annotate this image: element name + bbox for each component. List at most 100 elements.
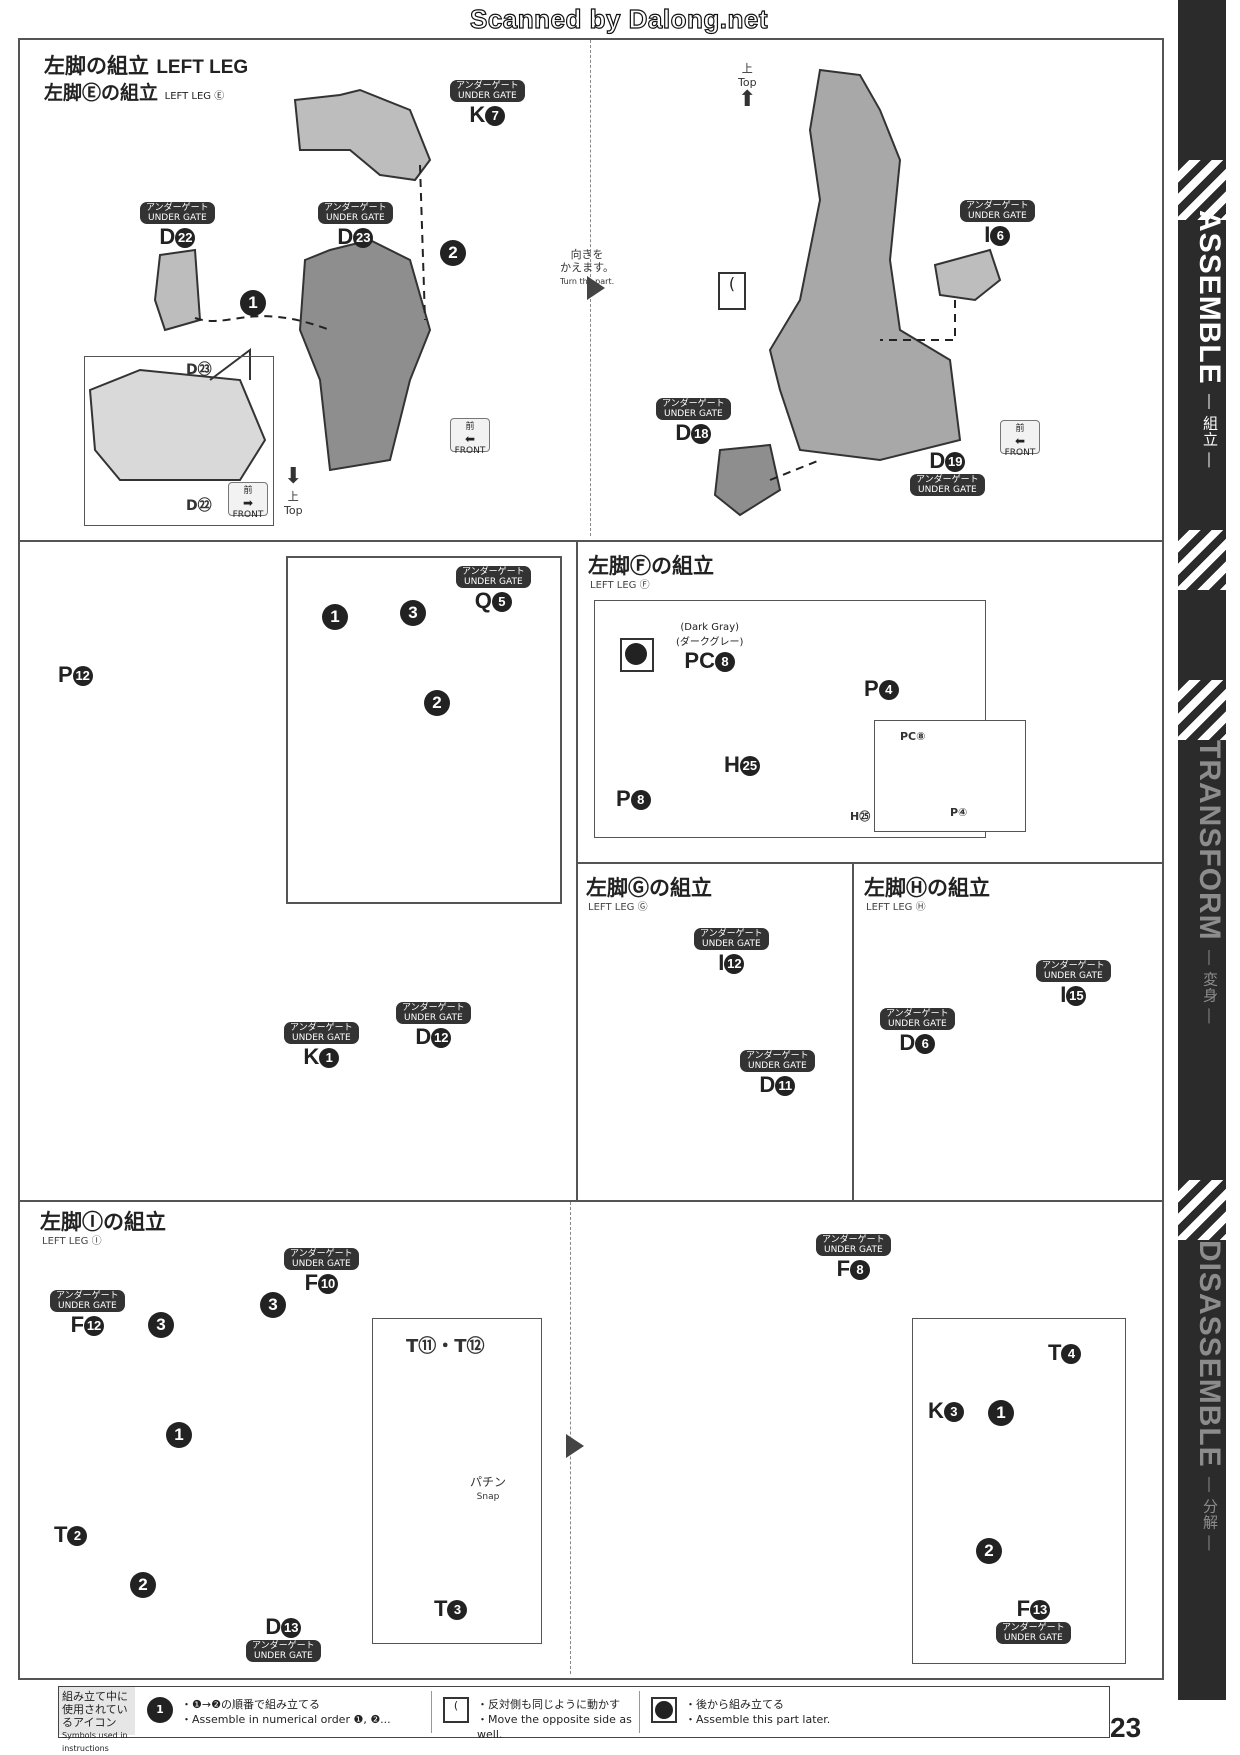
inset-label-p4: P④ [950, 806, 968, 819]
guide-line [419, 164, 426, 321]
stripe-icon [1178, 680, 1226, 740]
section-title: 左脚の組立 LEFT LEG [44, 54, 249, 78]
section-subtitle: LEFT LEG Ⓘ [42, 1236, 102, 1247]
next-arrow-icon [566, 1434, 584, 1458]
tab-transform: TRANSFORM — 変身 — [1193, 740, 1226, 1025]
guide-line [880, 300, 956, 341]
panel-left-leg-g [576, 862, 854, 1202]
step-1: 1 [988, 1400, 1014, 1426]
detail-view-shape [88, 368, 267, 481]
front-badge: 前⬅FRONT [1000, 420, 1040, 458]
step-1: 1 [322, 604, 348, 630]
later-assembly-icon [651, 1697, 677, 1723]
legend-head: 組み立て中に使用されているアイコン Symbols used in instru… [59, 1687, 135, 1753]
panel-left-leg-f [576, 540, 1164, 864]
inset-label-pc8: PC⑧ [900, 730, 926, 743]
section-subtitle: LEFT LEG Ⓖ [588, 902, 648, 913]
zoom-box [286, 556, 562, 904]
inset-label-h25: H㉕ [850, 810, 871, 823]
step-1: 1 [240, 290, 266, 316]
part-d22-shape [153, 248, 202, 332]
detail-label-d23: D㉓ [186, 362, 212, 378]
leg-upper-shape [298, 238, 432, 472]
detail-box [372, 1318, 542, 1644]
step-2: 2 [976, 1538, 1002, 1564]
step-3: 3 [400, 600, 426, 626]
next-arrow-icon [587, 276, 605, 300]
opposite-side-icon: ( [718, 272, 746, 310]
stripe-icon [1178, 530, 1226, 590]
inset-box [874, 720, 1026, 832]
tab-disassemble: DISASSEMBLE — 分解 — [1193, 1240, 1226, 1552]
guide-line [769, 459, 821, 481]
sidebar-track [1178, 0, 1226, 1700]
step-3: 3 [148, 1312, 174, 1338]
leg-tall-shape [768, 68, 962, 462]
detail-box [912, 1318, 1126, 1664]
panel-left-leg-i [18, 1200, 1164, 1680]
legend-item-later: ・後から組み立てる・Assemble this part later. [647, 1691, 847, 1733]
step-2: 2 [424, 690, 450, 716]
label-t11-t12: T⑪・T⑫ [406, 1336, 485, 1357]
part-k7-shape [293, 88, 432, 182]
section-title: 左脚Ⓖの組立 [586, 876, 712, 900]
detail-label-d22: D㉒ [186, 498, 212, 514]
panel-left-leg-mid [18, 540, 578, 1202]
section-subtitle: 左脚Ⓔの組立 LEFT LEG Ⓔ [44, 82, 225, 104]
icon-legend: 組み立て中に使用されているアイコン Symbols used in instru… [58, 1686, 1110, 1753]
legend-item-order: 1 ・❶→❷の順番で組み立てる・Assemble in numerical or… [143, 1691, 432, 1733]
part-d18-shape [713, 443, 782, 517]
step-2: 2 [130, 1572, 156, 1598]
detail-box [84, 356, 274, 526]
front-badge: 前➡FRONT [228, 482, 268, 520]
step-2: 2 [440, 240, 466, 266]
step-3: 3 [260, 1292, 286, 1318]
section-title: 左脚Ⓗの組立 [864, 876, 990, 900]
section-subtitle: LEFT LEG Ⓗ [866, 902, 926, 913]
section-subtitle: LEFT LEG Ⓕ [590, 580, 650, 591]
step-1: 1 [166, 1422, 192, 1448]
tab-assemble: ASSEMBLE — 組立 — [1193, 210, 1226, 469]
step-number-icon: 1 [147, 1697, 173, 1723]
front-badge: 前⬅FRONT [450, 418, 490, 456]
section-sidebar: ASSEMBLE — 組立 — TRANSFORM — 変身 — DISASSE… [1168, 0, 1240, 1753]
opposite-side-icon: ( [443, 1697, 469, 1723]
later-assembly-icon [620, 638, 654, 672]
legend-item-opposite: ( ・反対側も同じように動かす・Move the opposite side a… [439, 1691, 640, 1741]
detail-box [594, 600, 986, 838]
section-title: 左脚Ⓕの組立 [588, 554, 714, 578]
panel-left-leg-h [852, 862, 1164, 1202]
watermark: Scanned by Dalong.net [469, 3, 768, 34]
page-number: 23 [1110, 1712, 1142, 1743]
stripe-icon [1178, 1180, 1226, 1240]
stripe-icon [1178, 160, 1226, 220]
